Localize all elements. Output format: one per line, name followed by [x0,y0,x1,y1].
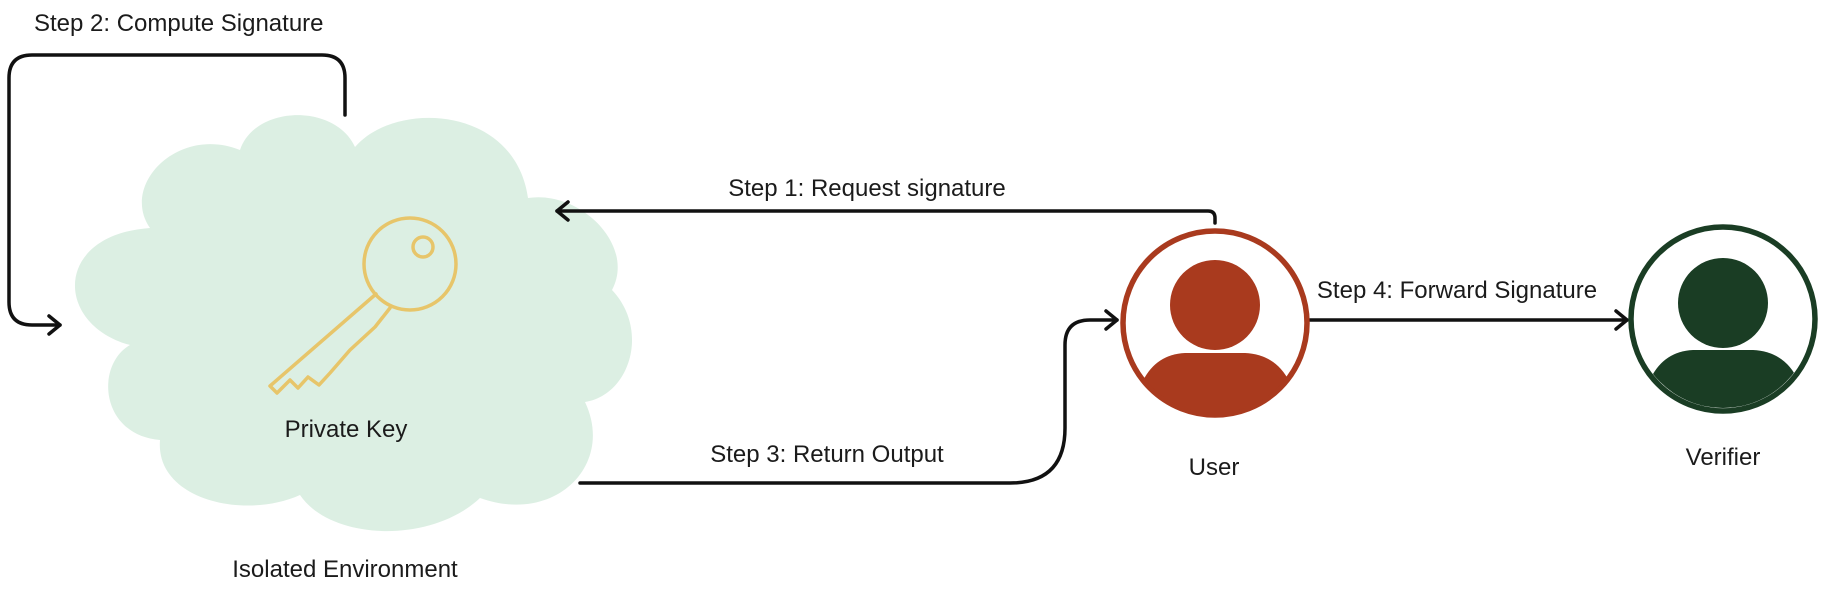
private-key-label: Private Key [285,416,408,443]
verifier-icon [1628,224,1818,414]
step2-label: Step 2: Compute Signature [34,10,324,37]
step3-label: Step 3: Return Output [710,441,944,468]
step1-arrow [555,200,1217,225]
step3-arrow [578,309,1119,485]
step1-label: Step 1: Request signature [728,175,1006,202]
user-icon [1120,228,1310,418]
key-icon [268,216,458,395]
user-label: User [1189,454,1240,481]
isolated-environment-cloud [74,115,633,532]
step2-loop-arrow [7,53,347,336]
step4-arrow [1308,309,1629,331]
verifier-label: Verifier [1686,444,1761,471]
step4-label: Step 4: Forward Signature [1317,277,1597,304]
cloud-shape [74,115,633,532]
isolated-environment-label: Isolated Environment [232,556,458,583]
